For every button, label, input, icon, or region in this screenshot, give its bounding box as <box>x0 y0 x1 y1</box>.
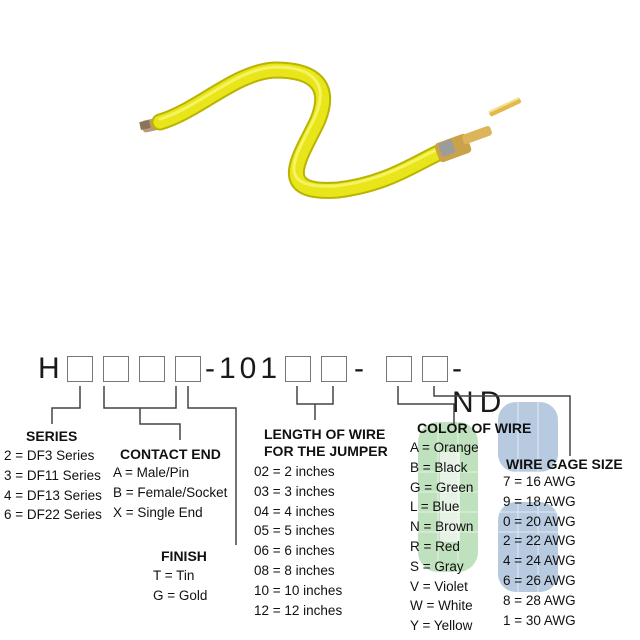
gage-item: 9 = 18 AWG <box>503 493 576 509</box>
finish-list: T = Tin G = Gold <box>153 566 207 606</box>
series-title: SERIES <box>26 428 78 444</box>
gage-item: 8 = 28 AWG <box>503 592 576 608</box>
length-item: 04 = 4 inches <box>254 503 335 519</box>
length-item: 10 = 10 inches <box>254 582 343 598</box>
length-item: 05 = 5 inches <box>254 523 335 539</box>
gage-item: 0 = 20 AWG <box>503 513 576 529</box>
color-item: N = Brown <box>410 519 474 535</box>
length-item: 02 = 2 inches <box>254 464 335 479</box>
contact-end-list: A = Male/Pin B = Female/Socket X = Singl… <box>113 463 227 522</box>
color-item: B = Black <box>410 459 468 475</box>
pn-box-length-1 <box>285 356 311 382</box>
gage-item: 4 = 24 AWG <box>503 553 576 569</box>
gage-item: 1 = 30 AWG <box>503 612 576 628</box>
pn-box-color <box>386 356 412 382</box>
gage-item: 7 = 16 AWG <box>503 474 576 489</box>
gage-item: 2 = 22 AWG <box>503 533 576 549</box>
pn-prefix: H <box>38 352 60 385</box>
color-item: Y = Yellow <box>410 618 473 634</box>
color-title: COLOR OF WIRE <box>417 420 532 436</box>
color-item: V = Violet <box>410 578 468 594</box>
color-item: W = White <box>410 598 473 614</box>
color-item: A = Orange <box>410 440 479 455</box>
contact-end-title: CONTACT END <box>120 446 221 462</box>
jumper-wire-image <box>139 61 522 199</box>
series-item: 2 = DF3 Series <box>4 448 95 463</box>
color-list: A = Orange B = Black G = Green L = Blue … <box>410 438 479 636</box>
contact-end-item: A = Male/Pin <box>113 465 190 480</box>
length-item: 08 = 8 inches <box>254 562 335 578</box>
crimp-contact <box>434 97 522 163</box>
finish-item: G = Gold <box>153 587 208 603</box>
length-title-line1: LENGTH OF WIRE <box>264 426 386 442</box>
contact-end-item: B = Female/Socket <box>113 484 228 500</box>
finish-item: T = Tin <box>153 568 195 583</box>
pn-dash: - <box>354 352 364 385</box>
color-item: S = Gray <box>410 558 464 574</box>
gage-title: WIRE GAGE SIZE <box>506 456 623 472</box>
watermark-logo <box>418 402 558 592</box>
pn-box-contact-end-2 <box>139 356 165 382</box>
color-item: R = Red <box>410 538 460 554</box>
color-item: G = Green <box>410 479 474 495</box>
length-item: 03 = 3 inches <box>254 483 335 499</box>
color-item: L = Blue <box>410 499 460 515</box>
series-item: 3 = DF11 Series <box>4 467 101 483</box>
gage-item: 6 = 26 AWG <box>503 572 576 588</box>
series-item: 6 = DF22 Series <box>4 507 102 523</box>
pn-box-length-2 <box>321 356 347 382</box>
length-item: 12 = 12 inches <box>254 602 343 618</box>
pn-box-series <box>67 356 93 382</box>
series-item: 4 = DF13 Series <box>4 487 102 503</box>
finish-title: FINISH <box>161 548 207 564</box>
pn-suffix: -ND <box>452 352 508 419</box>
pn-box-finish <box>175 356 201 382</box>
contact-end-item: X = Single End <box>113 504 203 520</box>
pn-box-gage <box>422 356 448 382</box>
gage-list: 7 = 16 AWG 9 = 18 AWG 0 = 20 AWG 2 = 22 … <box>503 472 576 630</box>
pn-middle: -101 <box>205 352 282 385</box>
length-title-line2: FOR THE JUMPER <box>264 443 388 459</box>
pn-box-contact-end-1 <box>103 356 129 382</box>
length-list: 02 = 2 inches 03 = 3 inches 04 = 4 inche… <box>254 462 342 620</box>
length-item: 06 = 6 inches <box>254 543 335 559</box>
series-list: 2 = DF3 Series 3 = DF11 Series 4 = DF13 … <box>4 446 102 525</box>
